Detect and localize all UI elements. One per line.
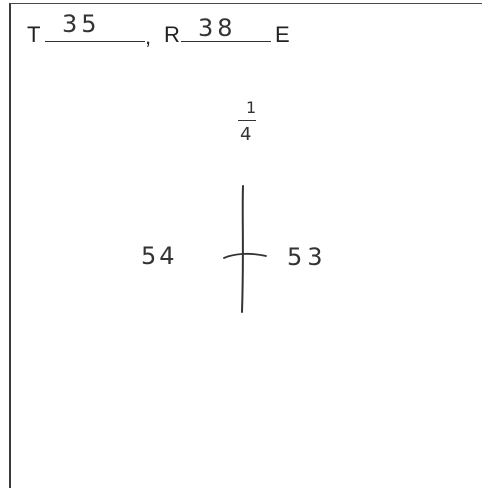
township-prefix: T bbox=[27, 22, 41, 47]
record-card bbox=[9, 3, 482, 488]
fraction-numerator: 1 bbox=[246, 98, 257, 117]
header-comma: , bbox=[145, 24, 152, 49]
range-underline bbox=[181, 41, 271, 42]
fraction-bar bbox=[238, 120, 256, 121]
range-direction: E bbox=[275, 22, 290, 47]
township-underline bbox=[45, 41, 145, 42]
range-value: 38 bbox=[198, 14, 237, 42]
section-label-right: 53 bbox=[287, 243, 328, 271]
township-value: 35 bbox=[62, 10, 101, 38]
range-prefix: R bbox=[164, 22, 180, 47]
fraction-denominator: 4 bbox=[240, 124, 252, 145]
section-label-left: 54 bbox=[141, 242, 178, 270]
